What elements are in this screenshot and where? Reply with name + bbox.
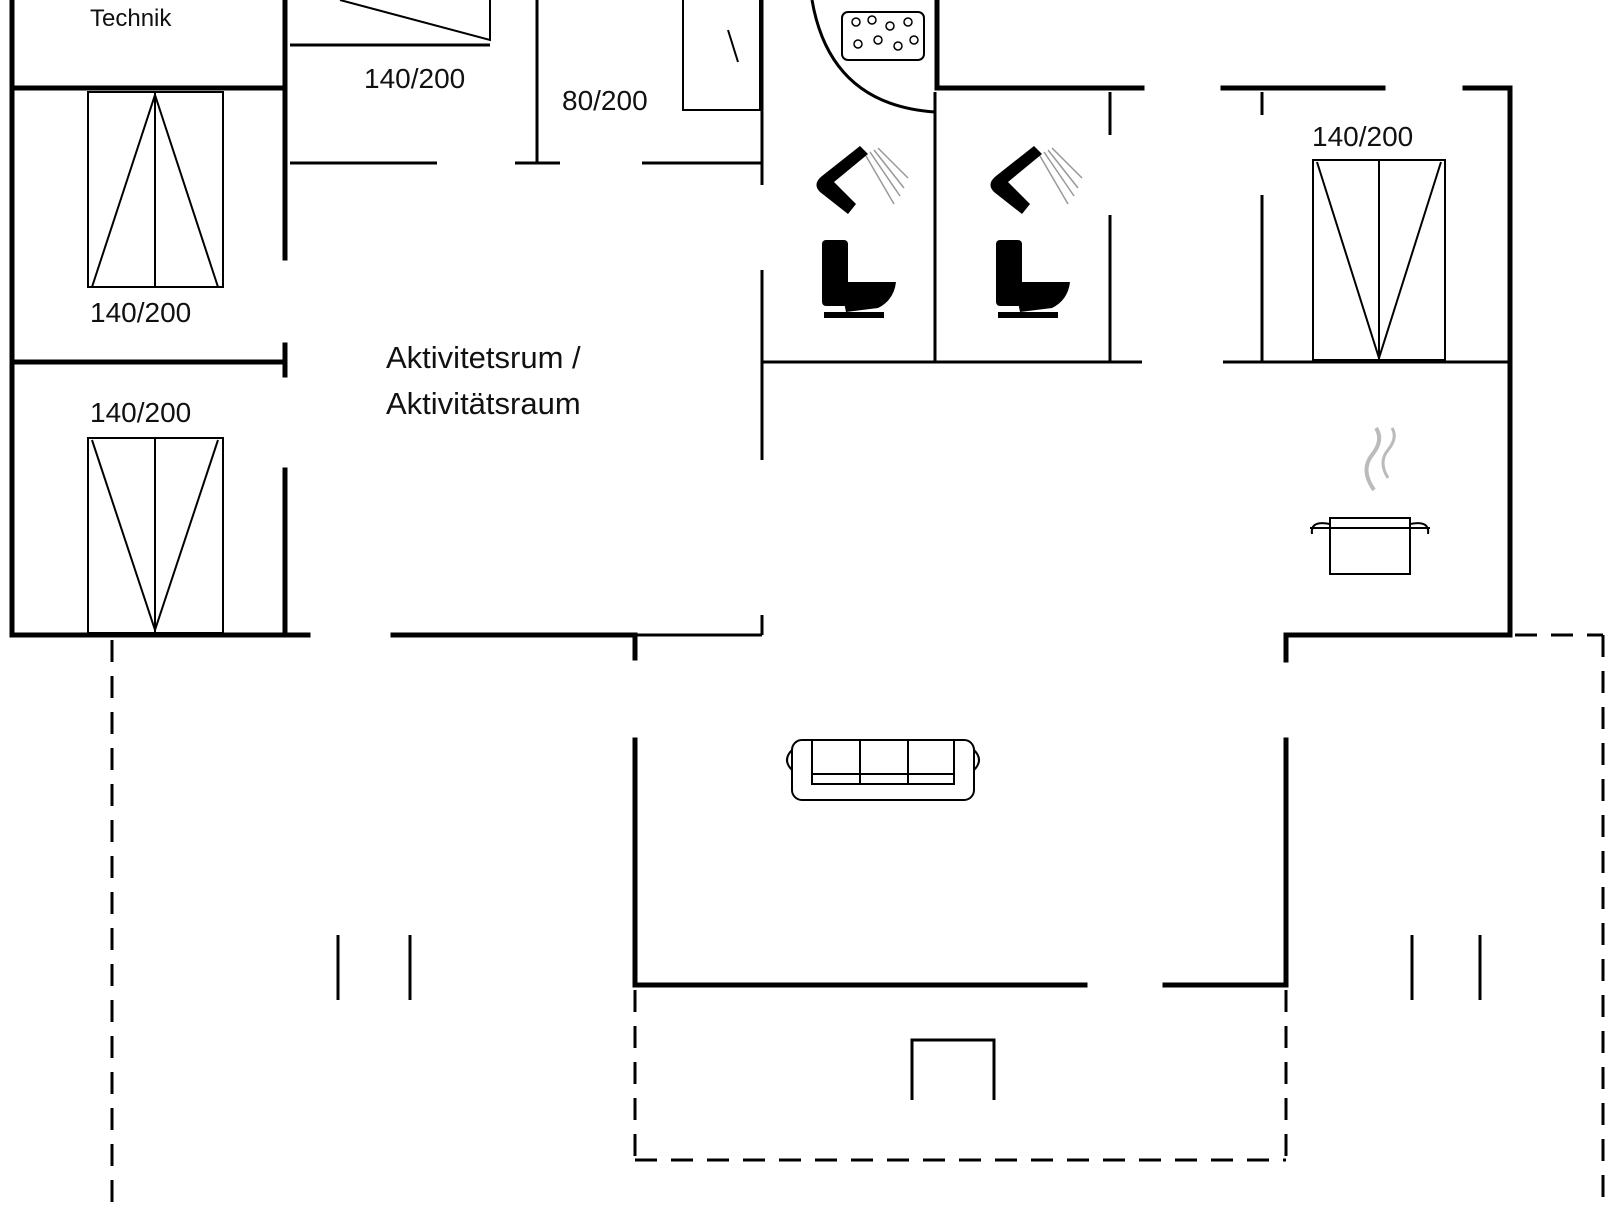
bed-label-left-upper: 140/200	[90, 297, 191, 328]
bed-label-small: 80/200	[562, 85, 648, 116]
shower-icon	[816, 146, 909, 214]
toilet-icon	[822, 240, 896, 318]
shower-icon	[990, 146, 1083, 214]
whirlpool-icon	[810, 0, 936, 114]
bed-label-left-lower: 140/200	[90, 397, 191, 428]
bed-label-right: 140/200	[1312, 121, 1413, 152]
bed-label-top-middle: 140/200	[364, 63, 465, 94]
fireplace-icon	[910, 1038, 996, 1100]
partitions	[290, 0, 1510, 1000]
walls	[9, 0, 1513, 988]
bed-left-lower	[87, 437, 224, 634]
bed-right	[1312, 159, 1446, 362]
cooking-pot-icon	[1310, 426, 1430, 575]
room-label-technik: Technik	[90, 5, 172, 32]
terrace-outline	[110, 633, 1605, 1205]
bed-top-middle	[339, 0, 491, 42]
labels: Technik Aktivitetsrum / Aktivitätsraum 1…	[90, 5, 1413, 428]
bed-left-upper	[87, 91, 224, 288]
room-label-activity-1: Aktivitetsrum /	[386, 340, 581, 375]
room-label-activity-2: Aktivitätsraum	[386, 386, 581, 421]
sofa-icon	[786, 739, 980, 801]
bed-small	[682, 0, 761, 111]
toilet-icon	[996, 240, 1070, 318]
